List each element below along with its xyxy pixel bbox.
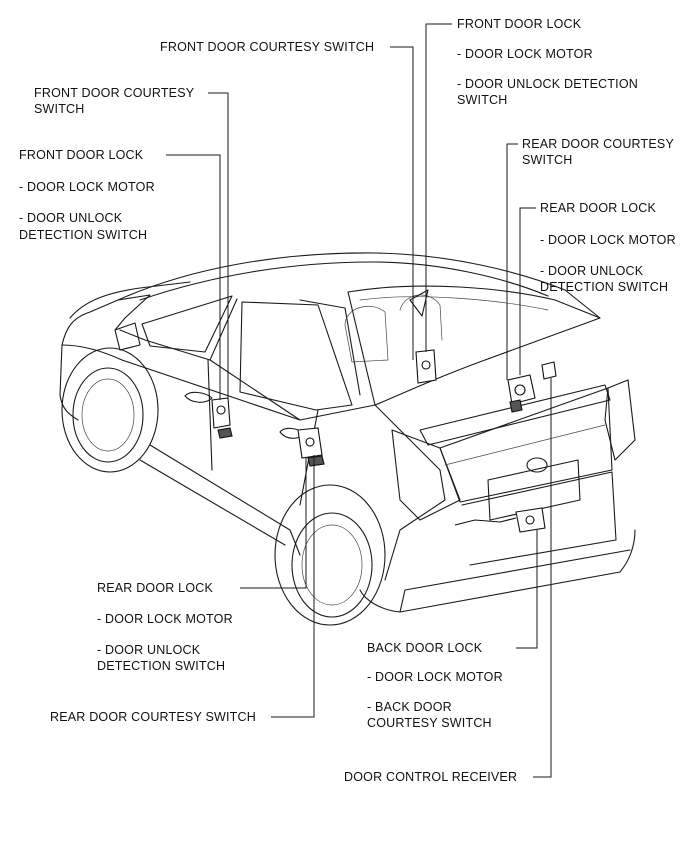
part-back-door-lock — [454, 507, 546, 533]
leader-left-front-courtesy — [208, 92, 229, 398]
back-door — [439, 387, 613, 503]
label-front-door-lock-left-unlock: - DOOR UNLOCK — [19, 211, 123, 225]
quarter-window — [299, 299, 361, 396]
label-front-door-lock-top-unlock: - DOOR UNLOCK DETECTION — [457, 77, 638, 91]
part-door-control-receiver — [541, 361, 557, 380]
label-back-door-lock-title: BACK DOOR LOCK — [367, 641, 483, 655]
leader-right-rear-lock — [519, 207, 536, 375]
label-door-control-receiver: DOOR CONTROL RECEIVER — [344, 770, 518, 784]
label-front-door-courtesy-top: FRONT DOOR COURTESY SWITCH — [160, 40, 375, 54]
leader-bottom-rear-lock — [240, 458, 307, 589]
label-rear-door-lock-bottom-title: REAR DOOR LOCK — [97, 581, 214, 595]
rear-wheel — [291, 512, 373, 618]
seat-rear — [399, 294, 443, 341]
label-front-door-courtesy-left-1: FRONT DOOR COURTESY — [34, 86, 195, 100]
front-wheel-arch — [61, 347, 159, 473]
leader-right-rear-courtesy — [506, 143, 518, 380]
rear-bumper — [359, 529, 636, 613]
tail-light-right — [604, 379, 636, 461]
front-door-seam — [207, 359, 213, 471]
label-rear-door-lock-right-motor: - DOOR LOCK MOTOR — [540, 233, 676, 247]
leader-top-front-courtesy — [390, 46, 414, 360]
leader-top-front-lock — [425, 23, 452, 352]
label-front-door-lock-left-unlock-2: DETECTION SWITCH — [19, 228, 148, 242]
seat-front — [344, 306, 389, 363]
part-front-door-lock-right — [415, 349, 437, 384]
label-rear-door-lock-right-title: REAR DOOR LOCK — [540, 201, 657, 215]
front-bumper — [59, 344, 79, 421]
car-body — [59, 252, 636, 626]
label-rear-door-lock-bottom-unlock: - DOOR UNLOCK — [97, 643, 201, 657]
part-front-door-lock-left — [211, 397, 233, 439]
leader-lines — [166, 23, 552, 778]
part-rear-door-lock-left — [297, 427, 325, 467]
label-rear-door-courtesy-bottom: REAR DOOR COURTESY SWITCH — [50, 710, 256, 724]
label-front-door-lock-left-motor: - DOOR LOCK MOTOR — [19, 180, 155, 194]
tail-light-left — [391, 429, 461, 521]
label-rear-door-lock-bottom-motor: - DOOR LOCK MOTOR — [97, 612, 233, 626]
roof-inner-line — [139, 261, 549, 301]
rear-side-window — [239, 301, 353, 411]
label-rear-door-lock-right-unlock-2: DETECTION SWITCH — [540, 280, 669, 294]
label-front-door-lock-top-motor: - DOOR LOCK MOTOR — [457, 47, 593, 61]
leader-back-door-lock — [516, 530, 538, 649]
antenna — [409, 289, 429, 317]
label-front-door-courtesy-left-2: SWITCH — [34, 102, 85, 116]
rear-window — [347, 285, 601, 406]
label-rear-door-courtesy-right-1: REAR DOOR COURTESY — [522, 137, 675, 151]
label-front-door-lock-top-title: FRONT DOOR LOCK — [457, 17, 582, 31]
label-front-door-lock-top-unlock-2: SWITCH — [457, 93, 508, 107]
rocker-panel — [149, 444, 301, 556]
body-side-top — [61, 344, 376, 421]
beltline — [119, 329, 301, 421]
front-door-handle — [184, 391, 213, 403]
front-wheel — [72, 367, 144, 463]
rear-wheel-arch — [274, 484, 386, 626]
label-rear-door-lock-bottom-unlock-2: DETECTION SWITCH — [97, 659, 226, 673]
label-back-door-courtesy-2: COURTESY SWITCH — [367, 716, 492, 730]
spoiler — [419, 384, 611, 446]
label-rear-door-courtesy-right-2: SWITCH — [522, 153, 573, 167]
front-side-window — [141, 295, 233, 353]
label-back-door-lock-motor: - DOOR LOCK MOTOR — [367, 670, 503, 684]
windshield — [114, 294, 151, 331]
rear-emblem — [526, 457, 548, 473]
license-plate-area — [487, 459, 581, 521]
label-front-door-lock-left-title: FRONT DOOR LOCK — [19, 148, 144, 162]
hood — [69, 281, 191, 319]
roof-outline — [117, 252, 601, 319]
leader-bottom-rear-courtesy — [271, 455, 315, 718]
label-rear-door-lock-right-unlock: - DOOR UNLOCK — [540, 264, 644, 278]
part-rear-door-lock-right — [507, 374, 536, 413]
side-mirror — [114, 322, 141, 351]
label-back-door-courtesy-1: - BACK DOOR — [367, 700, 452, 714]
leader-left-front-lock — [166, 154, 221, 400]
leader-door-control-receiver — [533, 378, 552, 778]
